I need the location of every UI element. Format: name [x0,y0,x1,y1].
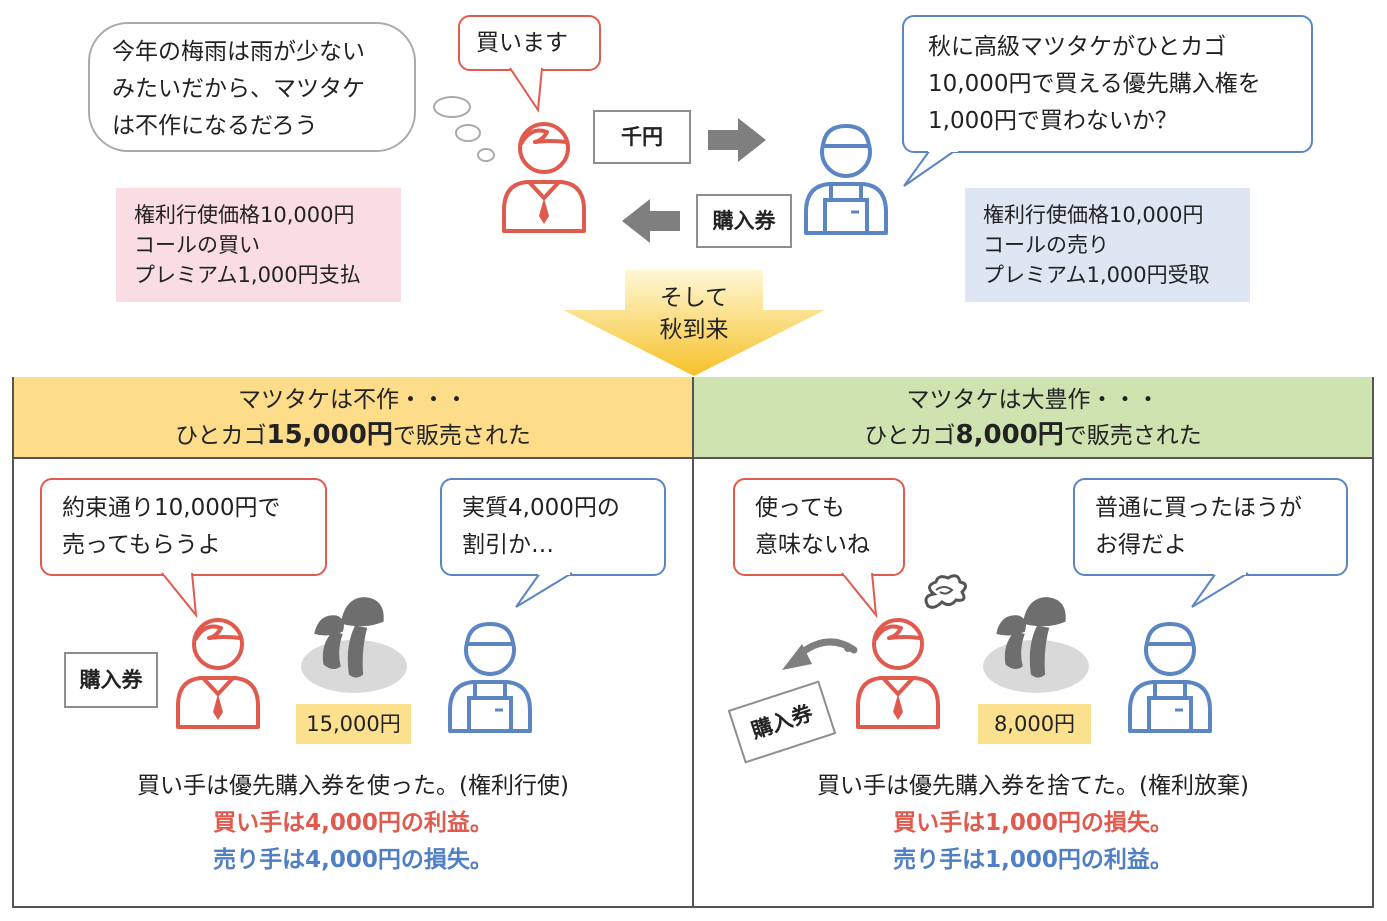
person-buyer-icon [498,118,590,233]
mushroom-basket-icon [298,593,410,695]
seller-speech-line-2: 10,000円で買える優先購入権を [928,71,1261,97]
right-seller-line-2: お得だよ [1095,532,1187,558]
left-buyer-line-2: 売ってもらうよ [62,532,221,558]
right-head-pre: ひとカゴ [864,423,956,449]
right-summary: 買い手は優先購入券を捨てた。(権利放棄) 買い手は1,000円の損失。 売り手は… [694,768,1372,879]
left-head-pre: ひとカゴ [175,423,267,449]
right-seller-bubble: 普通に買ったほうが お得だよ [1073,478,1348,576]
mushroom-basket-icon [980,593,1092,695]
money-label: 千円 [593,110,691,164]
right-buyer-tail [841,571,878,619]
left-ticket: 購入券 [64,652,158,708]
thought-line-2: みたいだから、マツタケ [112,76,365,102]
seller-speech-line-1: 秋に高級マツタケがひとカゴ [928,34,1227,60]
right-buyer-line-2: 意味ないね [755,532,870,558]
person-buyer-icon [172,614,264,729]
top-ticket-text: 購入券 [712,209,776,233]
right-price-tag: 8,000円 [978,704,1091,744]
right-head-line-2: ひとカゴ8,000円で販売された [694,418,1372,454]
left-seller-tail [515,571,573,608]
left-seller-bubble: 実質4,000円の 割引か… [440,478,666,576]
thought-bubble: 今年の梅雨は雨が少ない みたいだから、マツタケ は不作になるだろう [88,22,416,152]
seller-bubble-tail [903,148,958,187]
person-seller-icon [444,618,536,733]
left-head-line-2: ひとカゴ15,000円で販売された [14,418,692,454]
transition-line-2: 秋到来 [659,317,729,343]
right-ticket-text: 購入券 [748,700,816,744]
seller-note-line-1: 権利行使価格10,000円 [983,203,1204,227]
left-buyer-tail [161,571,198,619]
left-arrow-icon [622,199,680,243]
right-head-line-1: マツタケは大豊作・・・ [906,387,1160,413]
left-price-text: 15,000円 [306,712,401,736]
right-seller-line-1: 普通に買ったほうが [1095,495,1302,521]
buyer-note-line-1: 権利行使価格10,000円 [134,203,355,227]
transition-text: そして 秋到来 [625,282,763,346]
right-buyer-line-1: 使っても [755,495,845,521]
seller-note-line-2: コールの売り [983,233,1109,257]
thought-line-3: は不作になるだろう [112,113,318,139]
right-head-price: 8,000円 [955,420,1064,450]
right-summary-text: 買い手は優先購入券を捨てた。(権利放棄) [817,773,1249,799]
right-seller-result: 売り手は1,000円の利益。 [893,847,1173,873]
right-buyer-result: 買い手は1,000円の損失。 [893,810,1173,836]
left-summary: 買い手は優先購入券を使った。(権利行使) 買い手は4,000円の利益。 売り手は… [14,768,692,879]
toss-arrow-icon [782,638,858,670]
left-head-post: で販売された [392,423,531,449]
left-price-tag: 15,000円 [296,704,411,744]
right-panel-header: マツタケは大豊作・・・ ひとカゴ8,000円で販売された [694,377,1372,459]
left-seller-result: 売り手は4,000円の損失。 [213,847,493,873]
buyer-bubble-tail [509,66,543,113]
person-seller-icon [1124,618,1216,733]
buyer-speech-bubble: 買います [458,15,601,71]
left-panel-header: マツタケは不作・・・ ひとカゴ15,000円で販売された [14,377,692,459]
right-head-post: で販売された [1063,423,1202,449]
right-buyer-bubble: 使っても 意味ないね [733,478,905,576]
down-arrow-icon [563,270,825,376]
buyer-speech-text: 買います [476,30,568,56]
right-price-text: 8,000円 [993,712,1076,736]
thought-dots-icon [433,96,495,162]
top-ticket: 購入券 [696,194,792,248]
left-buyer-line-1: 約束通り10,000円で [62,495,281,521]
money-label-text: 千円 [621,125,663,149]
seller-speech-line-3: 1,000円で買わないか？ [928,108,1178,134]
buyer-note-line-3: プレミアム1,000円支払 [134,263,361,287]
person-buyer-icon [852,614,944,729]
seller-speech-bubble: 秋に高級マツタケがひとカゴ 10,000円で買える優先購入権を 1,000円で買… [902,15,1313,153]
left-ticket-text: 購入券 [79,668,143,692]
left-head-line-1: マツタケは不作・・・ [238,387,468,413]
left-seller-line-2: 割引か… [462,532,554,558]
right-arrow-icon [708,118,766,162]
transition-line-1: そして [659,285,729,311]
scribble-icon [924,574,967,609]
seller-note: 権利行使価格10,000円 コールの売り プレミアム1,000円受取 [965,188,1250,302]
buyer-note-line-2: コールの買い [134,233,260,257]
person-seller-icon [800,120,892,235]
buyer-note: 権利行使価格10,000円 コールの買い プレミアム1,000円支払 [116,188,401,302]
seller-note-line-3: プレミアム1,000円受取 [983,263,1210,287]
left-head-price: 15,000円 [266,420,393,450]
left-seller-line-1: 実質4,000円の [462,495,620,521]
thought-line-1: 今年の梅雨は雨が少ない [112,39,365,65]
panel-divider [692,377,694,908]
left-summary-text: 買い手は優先購入券を使った。(権利行使) [137,773,569,799]
right-seller-tail [1191,571,1249,608]
left-buyer-result: 買い手は4,000円の利益。 [213,810,493,836]
left-buyer-bubble: 約束通り10,000円で 売ってもらうよ [40,478,327,576]
